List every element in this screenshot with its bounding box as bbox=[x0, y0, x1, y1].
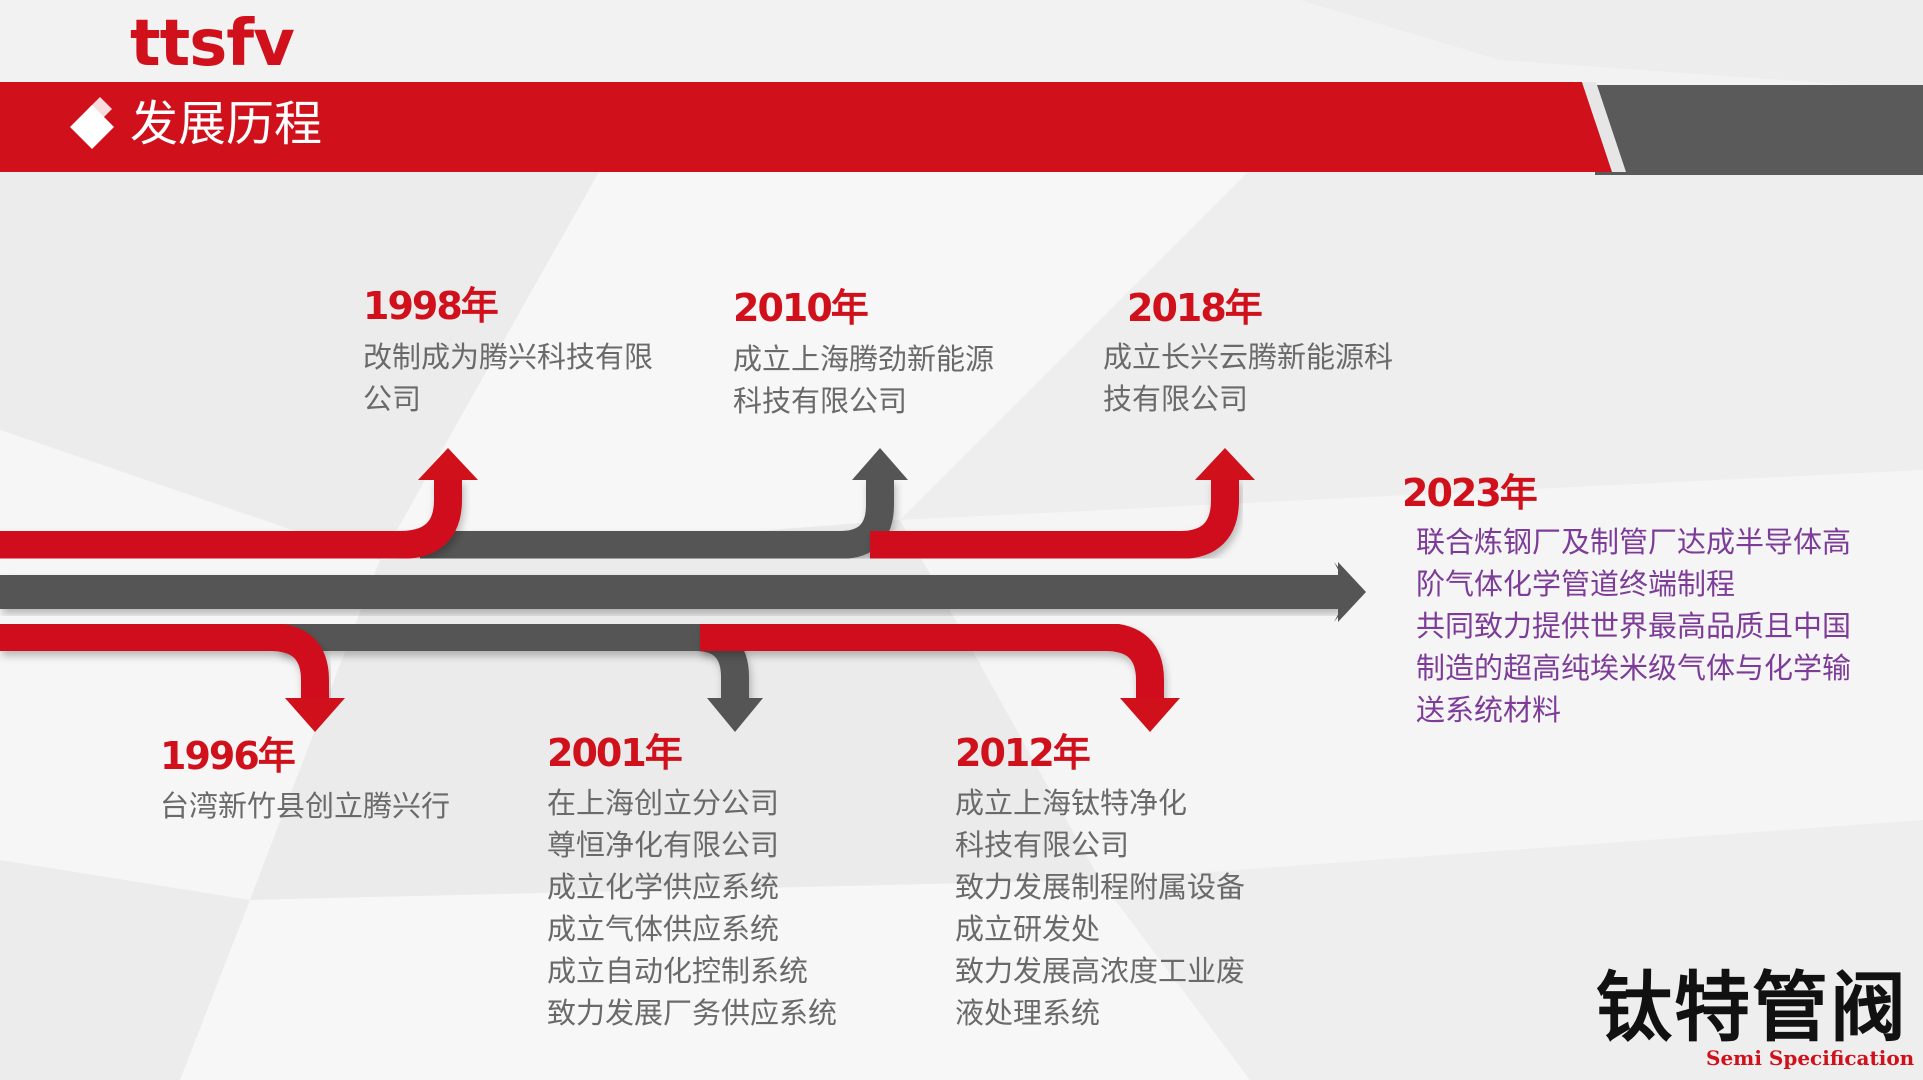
desc-line: 尊恒净化有限公司 bbox=[547, 828, 780, 862]
desc-line: 台湾新竹县创立腾兴行 bbox=[160, 789, 451, 823]
milestone-year-2018: 2018年 bbox=[1127, 286, 1263, 330]
desc-line: 致力发展制程附属设备 bbox=[955, 870, 1246, 904]
milestone-year-2023: 2023年 bbox=[1402, 471, 1538, 515]
brand-subtitle: Semi Specification bbox=[1706, 1046, 1915, 1070]
milestone-desc-2010: 成立上海腾劲新能源 科技有限公司 bbox=[733, 338, 994, 422]
desc-line: 改制成为腾兴科技有限 bbox=[363, 340, 654, 374]
desc-line: 致力发展高浓度工业废 bbox=[955, 954, 1246, 988]
desc-line: 成立自动化控制系统 bbox=[547, 954, 809, 988]
arrow-lower-2001 bbox=[280, 623, 749, 700]
desc-line: 科技有限公司 bbox=[733, 384, 908, 418]
milestone-year-1996: 1996年 bbox=[160, 734, 296, 778]
diamond-logo-icon bbox=[70, 97, 114, 149]
desc-line: 成立气体供应系统 bbox=[547, 912, 780, 946]
desc-line: 成立研发处 bbox=[955, 912, 1101, 946]
desc-line: 公司 bbox=[363, 382, 422, 416]
desc-line: 送系统材料 bbox=[1416, 693, 1562, 727]
milestone-desc-2018: 成立长兴云腾新能源科 技有限公司 bbox=[1103, 336, 1393, 420]
desc-line: 阶气体化学管道终端制程 bbox=[1416, 567, 1736, 601]
company-logo: ttsfv bbox=[130, 7, 295, 81]
desc-line: 液处理系统 bbox=[955, 996, 1101, 1030]
desc-line: 制造的超高纯埃米级气体与化学输 bbox=[1416, 651, 1852, 685]
desc-line: 在上海创立分公司 bbox=[547, 786, 780, 820]
desc-line: 致力发展厂务供应系统 bbox=[547, 996, 838, 1030]
desc-line: 成立上海腾劲新能源 bbox=[733, 342, 995, 376]
desc-line: 成立长兴云腾新能源科 bbox=[1103, 340, 1394, 374]
milestone-desc-2023: 联合炼钢厂及制管厂达成半导体高 阶气体化学管道终端制程 共同致力提供世界最高品质… bbox=[1416, 521, 1851, 731]
milestone-desc-1998: 改制成为腾兴科技有限 公司 bbox=[363, 336, 653, 420]
arrow-upper-2018 bbox=[870, 478, 1239, 559]
milestone-desc-2001: 在上海创立分公司 尊恒净化有限公司 成立化学供应系统 成立气体供应系统 成立自动… bbox=[547, 782, 837, 1034]
desc-line: 成立化学供应系统 bbox=[547, 870, 780, 904]
milestone-year-2012: 2012年 bbox=[955, 731, 1091, 775]
milestone-desc-2012: 成立上海钛特净化 科技有限公司 致力发展制程附属设备 成立研发处 致力发展高浓度… bbox=[955, 782, 1245, 1034]
brand-logo: 钛特管阀 bbox=[1596, 963, 1908, 1052]
arrow-upper-2010 bbox=[420, 478, 894, 559]
desc-line: 技有限公司 bbox=[1103, 382, 1249, 416]
arrow-main bbox=[0, 575, 1340, 609]
desc-line: 成立上海钛特净化 bbox=[955, 786, 1188, 820]
milestone-year-2001: 2001年 bbox=[547, 731, 683, 775]
page-title: 发展历程 bbox=[130, 96, 323, 152]
desc-line: 共同致力提供世界最高品质且中国 bbox=[1416, 609, 1852, 643]
milestone-year-1998: 1998年 bbox=[363, 284, 499, 328]
arrow-lower-2012 bbox=[700, 623, 1164, 700]
milestone-desc-1996: 台湾新竹县创立腾兴行 bbox=[160, 785, 450, 827]
arrow-upper-1998 bbox=[0, 478, 462, 559]
desc-line: 科技有限公司 bbox=[955, 828, 1130, 862]
arrow-lower-1996 bbox=[0, 623, 329, 700]
milestone-year-2010: 2010年 bbox=[733, 286, 869, 330]
desc-line: 联合炼钢厂及制管厂达成半导体高 bbox=[1416, 525, 1852, 559]
header-bar bbox=[0, 82, 1923, 175]
